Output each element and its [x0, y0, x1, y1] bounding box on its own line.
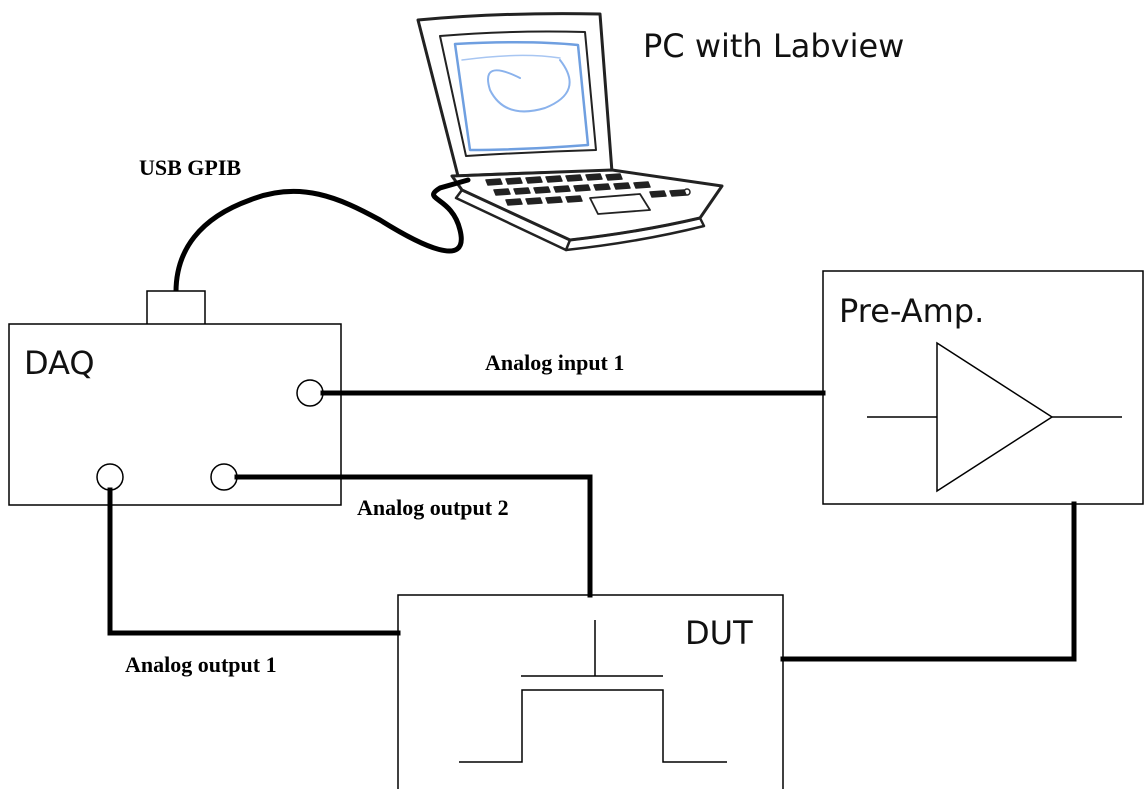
usb-gpib-cable	[173, 177, 471, 295]
wire-analog-output-1	[107, 487, 401, 636]
transistor-symbol-icon	[459, 620, 727, 763]
usb-gpib-label: USB GPIB	[139, 155, 241, 180]
wire-analog-output-2	[234, 474, 593, 598]
pc-label: PC with Labview	[643, 27, 904, 65]
wires	[107, 390, 1077, 662]
daq-connector	[146, 290, 206, 326]
analog-output-2-label: Analog output 2	[357, 495, 509, 520]
amplifier-symbol-icon	[867, 341, 1122, 493]
wire-dut-to-preamp	[780, 501, 1077, 662]
daq-label: DAQ	[24, 344, 95, 382]
daq-port-input-1	[296, 379, 324, 407]
laptop-icon	[416, 12, 724, 252]
dut-label: DUT	[685, 614, 753, 652]
analog-output-1-label: Analog output 1	[125, 652, 277, 677]
daq-port-output-1	[96, 463, 124, 491]
preamp-label: Pre-Amp.	[839, 292, 984, 330]
daq-port-output-2	[210, 463, 238, 491]
analog-input-1-label: Analog input 1	[485, 350, 624, 375]
